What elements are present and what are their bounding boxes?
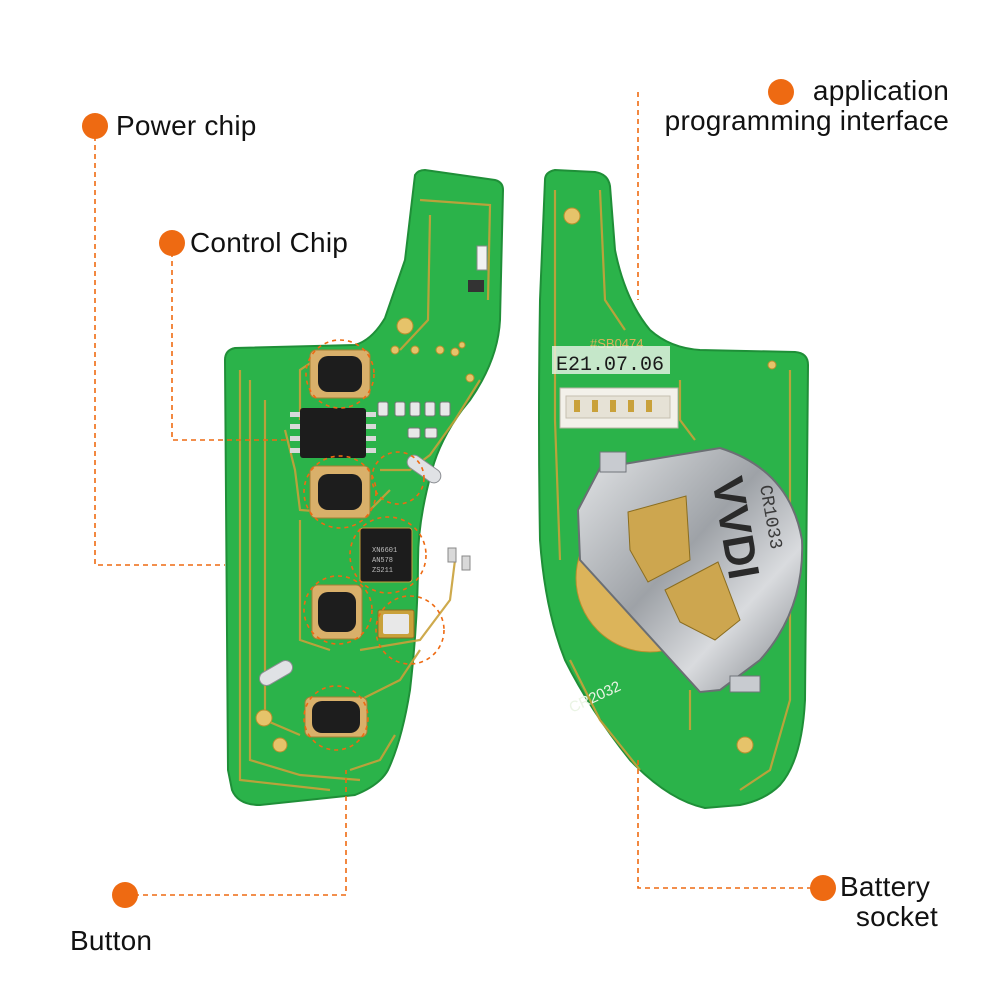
control-chip xyxy=(290,408,376,458)
label-control-chip: Control Chip xyxy=(190,227,349,258)
leader-lines xyxy=(94,92,822,896)
callout-dot-control-chip xyxy=(159,230,185,256)
label-battery-line2: socket xyxy=(855,901,938,932)
callout-dot-battery xyxy=(810,875,836,901)
label-battery-line1: Battery xyxy=(840,871,931,902)
label-button: Button xyxy=(70,925,153,956)
power-chip: XN6601 AN578 ZS211 xyxy=(359,527,413,583)
tactile-button-1 xyxy=(309,349,371,399)
callout-dot-api xyxy=(768,79,794,105)
tactile-button-3 xyxy=(311,584,363,640)
label-api-line2: programming interface xyxy=(664,105,949,136)
ic-marking-2: AN578 xyxy=(372,557,393,565)
tactile-button-2 xyxy=(309,465,371,519)
battery-clip: VVDI CR1033 xyxy=(576,446,804,694)
ic-marking-3: ZS211 xyxy=(372,567,393,575)
right-pcb-board: #SB0474 E21.07.06 CR2032 VVDI CR1033 xyxy=(538,168,810,810)
ic-marking-1: XN6601 xyxy=(372,547,397,555)
callout-dot-power-chip xyxy=(82,113,108,139)
callout-dot-button xyxy=(112,882,138,908)
api-connector xyxy=(559,387,679,429)
label-power-chip: Power chip xyxy=(116,110,257,141)
date-code: E21.07.06 xyxy=(556,354,664,377)
left-pcb-board: XN6601 AN578 ZS211 xyxy=(223,168,505,807)
tactile-button-4 xyxy=(304,696,368,738)
label-api-line1: application xyxy=(812,75,949,106)
